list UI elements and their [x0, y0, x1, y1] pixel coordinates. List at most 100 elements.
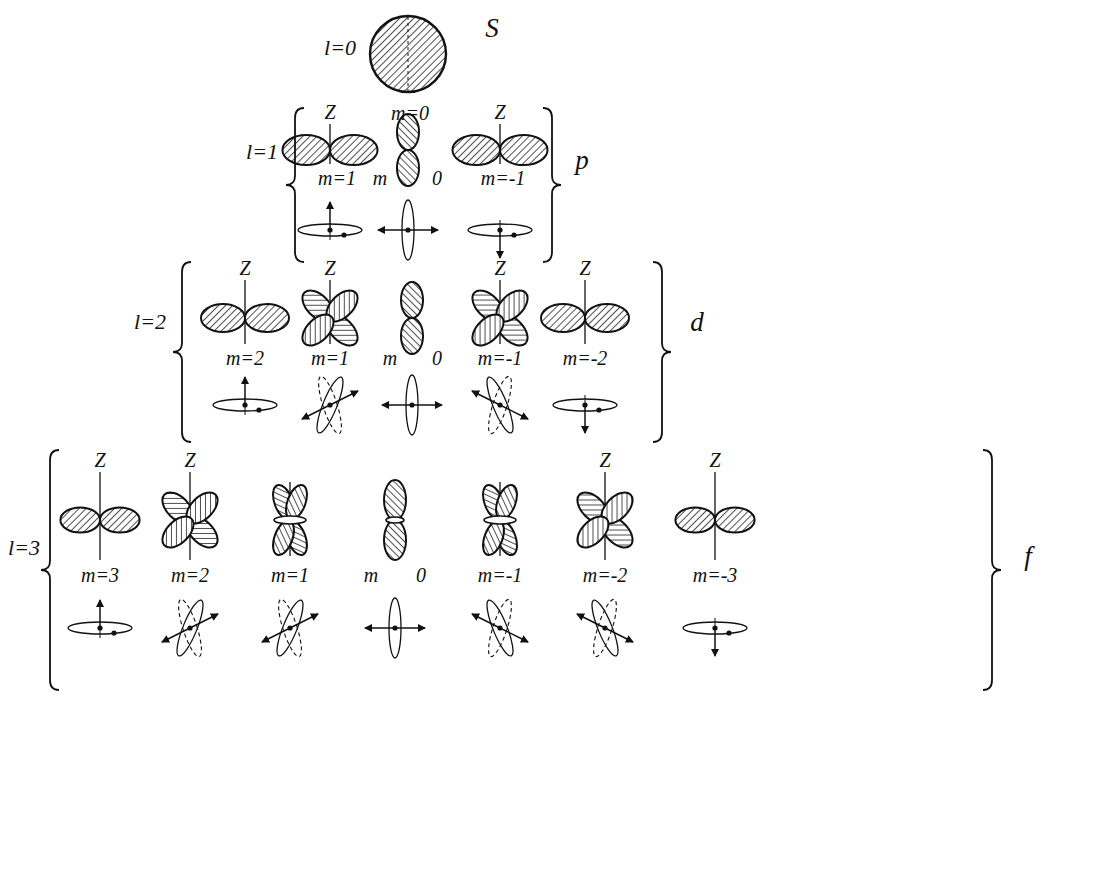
orbital-lobe [401, 282, 423, 318]
orbital-ring [484, 516, 516, 524]
orbital-lobe [157, 511, 199, 553]
electron-dot [602, 625, 607, 630]
electron-dot [111, 630, 116, 635]
orbital-lobe [675, 507, 715, 532]
bracket [983, 450, 1001, 690]
quantum-number-m: m=1 [311, 348, 349, 368]
momentum-arrow [500, 628, 528, 642]
axis-label: Z [494, 258, 505, 278]
momentum-arrow [99, 600, 101, 628]
shell-letter: f [1024, 543, 1032, 570]
quantum-number-m: m=2 [171, 565, 209, 585]
electron-dot [582, 402, 587, 407]
electron-dot [497, 402, 502, 407]
orbital-lobe [297, 309, 339, 351]
orbital-sphere [370, 16, 446, 92]
momentum-arrow [395, 627, 425, 629]
orbital-lobe [245, 304, 289, 332]
quantum-number-m: m [383, 348, 397, 368]
quantum-number-m: m=0 [391, 103, 429, 123]
quantum-number-m: m=1 [271, 565, 309, 585]
momentum-arrow [605, 628, 633, 642]
quantum-number-m: m=-2 [563, 348, 608, 368]
axis-label: Z [324, 102, 335, 122]
orbit-ellipse [589, 597, 621, 658]
momentum-arrow [412, 404, 442, 406]
momentum-arrow [584, 405, 586, 433]
axis-label: Z [494, 102, 505, 122]
shell-letter: p [575, 147, 589, 174]
orbit-ellipse [482, 598, 517, 659]
orbital-lobe [715, 507, 755, 532]
orbital-lobe [467, 309, 509, 351]
quantum-number-m: m=-1 [478, 348, 523, 368]
momentum-arrow [262, 628, 290, 642]
orbital-lobe [397, 150, 419, 186]
momentum-arrow [378, 229, 408, 231]
orbital-lobe [500, 135, 548, 165]
axis-label: Z [579, 258, 590, 278]
bracket [653, 262, 671, 442]
z-axis-line [408, 17, 409, 91]
shell-letter: S [485, 15, 499, 42]
electron-dot [392, 625, 397, 630]
electron-dot [256, 407, 261, 412]
quantum-number-m: m=-3 [693, 565, 738, 585]
electron-dot [409, 402, 414, 407]
bracket [543, 108, 561, 262]
axis-label: Z [709, 450, 720, 470]
quantum-number-l: l=1 [246, 141, 278, 163]
quantum-number-l: l=2 [134, 311, 166, 333]
orbit-ellipse [314, 374, 346, 435]
electron-dot [596, 407, 601, 412]
momentum-arrow [330, 391, 358, 405]
quantum-number-m: m=-1 [478, 565, 523, 585]
orbital-lobe [452, 135, 500, 165]
orbital-ring [274, 516, 306, 524]
electron-dot [726, 630, 731, 635]
axis-label: Z [599, 450, 610, 470]
quantum-number-m: 0 [432, 168, 442, 188]
momentum-arrow [472, 391, 500, 405]
electron-dot [405, 227, 410, 232]
orbit-ellipse [174, 597, 206, 658]
momentum-arrow [302, 405, 330, 419]
orbital-ring [386, 517, 404, 523]
momentum-arrow [190, 614, 218, 628]
momentum-arrow [162, 628, 190, 642]
electron-dot [187, 625, 192, 630]
bracket [173, 262, 191, 442]
orbital-lobe [60, 507, 100, 532]
quantum-number-m: m=3 [81, 565, 119, 585]
electron-dot [327, 227, 332, 232]
orbit-ellipse [482, 375, 517, 436]
z-axis-line [329, 124, 330, 164]
momentum-arrow [499, 230, 501, 258]
orbit-ellipse [587, 598, 622, 659]
orbit-ellipse [484, 374, 516, 435]
quantum-number-m: m=-2 [583, 565, 628, 585]
momentum-arrow [329, 202, 331, 230]
quantum-number-l: l=0 [324, 37, 356, 59]
momentum-arrow [365, 627, 395, 629]
electron-dot [511, 232, 516, 237]
electron-dot [287, 625, 292, 630]
z-axis-line [244, 280, 245, 344]
orbital-lobe [201, 304, 245, 332]
axis-label: Z [324, 258, 335, 278]
orbital-lobe [585, 304, 629, 332]
electron-dot [497, 227, 502, 232]
electron-dot [327, 402, 332, 407]
orbit-ellipse [484, 597, 516, 658]
momentum-arrow [472, 614, 500, 628]
orbital-lobe [572, 511, 614, 553]
orbit-ellipse [312, 375, 347, 436]
momentum-arrow [714, 628, 716, 656]
quantum-number-m: m=2 [226, 348, 264, 368]
momentum-arrow [408, 229, 438, 231]
momentum-arrow [500, 405, 528, 419]
orbital-lobe [401, 318, 423, 354]
bracket [286, 108, 304, 262]
electron-dot [341, 232, 346, 237]
